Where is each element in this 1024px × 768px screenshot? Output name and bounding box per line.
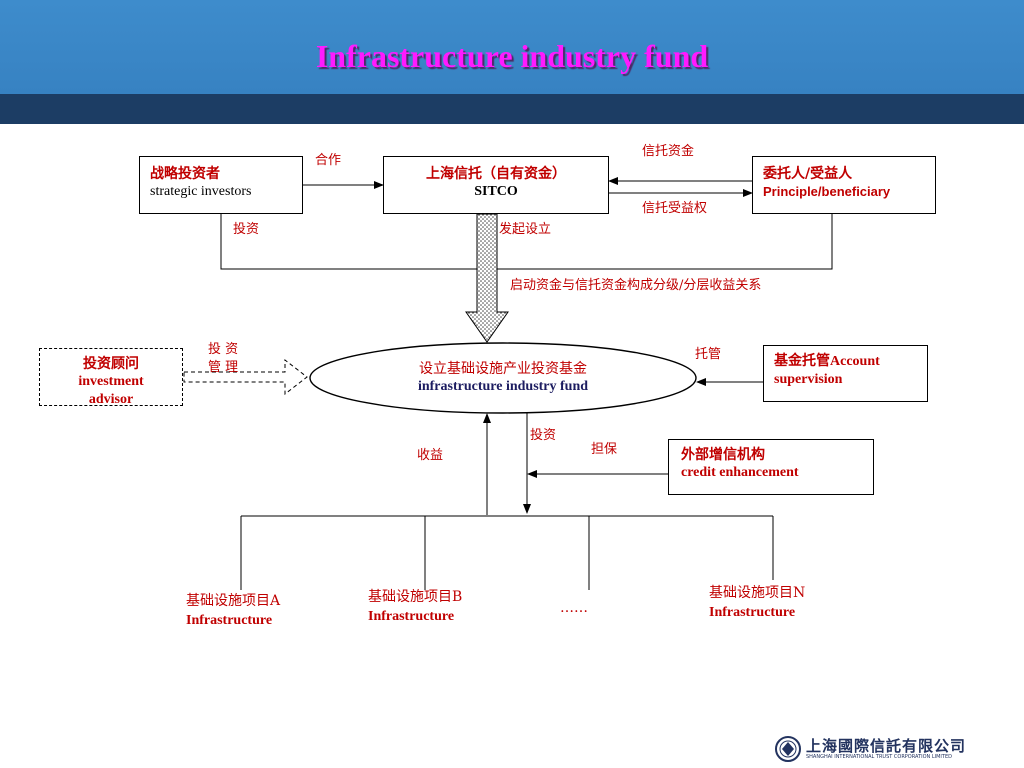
principle-box: 委托人/受益人 Principle/beneficiary [752,156,936,214]
fund-zh: 设立基础设施产业投资基金 [419,361,587,377]
credit-en: credit enhancement [681,465,799,480]
logo-name-en: SHANGHAI INTERNATIONAL TRUST CORPORATION… [806,754,952,760]
sitco-zh: 上海信托（自有资金） [426,166,566,182]
project-b: 基础设施项目B Infrastructure [368,588,462,626]
strategic-investors-en: strategic investors [150,184,252,199]
project-n: 基础设施项目N Infrastructure [709,584,805,622]
project-b-zh: 基础设施项目B [368,589,463,605]
label-guarantee: 担保 [591,442,618,457]
edge-initiate-arrow [465,213,509,343]
strategic-investors-zh: 战略投资者 [150,166,220,182]
logo-name-zh: 上海國際信託有限公司 [806,737,967,755]
fund-label: 设立基础设施产业投资基金 infrastructure industry fun… [320,360,686,396]
project-n-en: Infrastructure [709,605,796,620]
principle-zh: 委托人/受益人 [763,166,853,182]
sitco-logo: 上海國際信託有限公司 SHANGHAI INTERNATIONAL TRUST … [774,734,974,764]
principle-en: Principle/beneficiary [763,184,891,199]
custody-en: supervision [774,372,843,387]
advisor-en-1: investment [78,374,144,389]
project-a-zh: 基础设施项目A [186,593,281,609]
label-invest-down: 投资 [530,428,557,443]
investment-advisor-box: 投资顾问 investment advisor [39,348,183,407]
label-custody: 托管 [695,347,722,362]
edge-advisor-arrow [183,358,308,396]
credit-zh: 外部增信机构 [681,447,765,463]
label-invest-manage-2: 管 理 [208,360,239,375]
label-returns: 收益 [417,448,444,463]
fund-en: infrastructure industry fund [417,379,589,394]
custody-en-inline: Account [830,354,880,369]
fund-custody-box: 基金托管Account supervision [763,345,928,402]
header-dark-bar [0,94,1024,124]
label-initiate: 发起设立 [499,222,552,237]
edge-investor-bracket [220,214,833,270]
label-invest-manage-1: 投 资 [208,342,239,357]
project-ellipsis: …… [560,600,588,616]
credit-enhancement-box: 外部增信机构 credit enhancement [668,439,874,495]
sitco-en: SITCO [474,184,518,199]
project-a-en: Infrastructure [186,613,273,628]
label-invest-left: 投资 [233,222,260,237]
strategic-investors-box: 战略投资者 strategic investors [139,156,303,214]
sitco-box: 上海信托（自有资金） SITCO [383,156,609,214]
project-b-en: Infrastructure [368,609,455,624]
label-cooperate: 合作 [315,153,342,168]
label-trust-beneficial-rights: 信托受益权 [642,201,708,216]
advisor-en-2: advisor [88,392,134,407]
advisor-zh: 投资顾问 [83,356,139,372]
slide-title: Infrastructure industry fund [315,38,709,74]
label-trust-funds: 信托资金 [642,144,695,159]
custody-zh: 基金托管 [774,353,830,369]
sitco-logo-mark [775,736,801,762]
project-a: 基础设施项目A Infrastructure [186,592,280,630]
project-n-zh: 基础设施项目N [709,585,806,601]
label-tiered-returns: 启动资金与信托资金构成分级/分层收益关系 [510,278,762,293]
header-band [0,0,1024,94]
